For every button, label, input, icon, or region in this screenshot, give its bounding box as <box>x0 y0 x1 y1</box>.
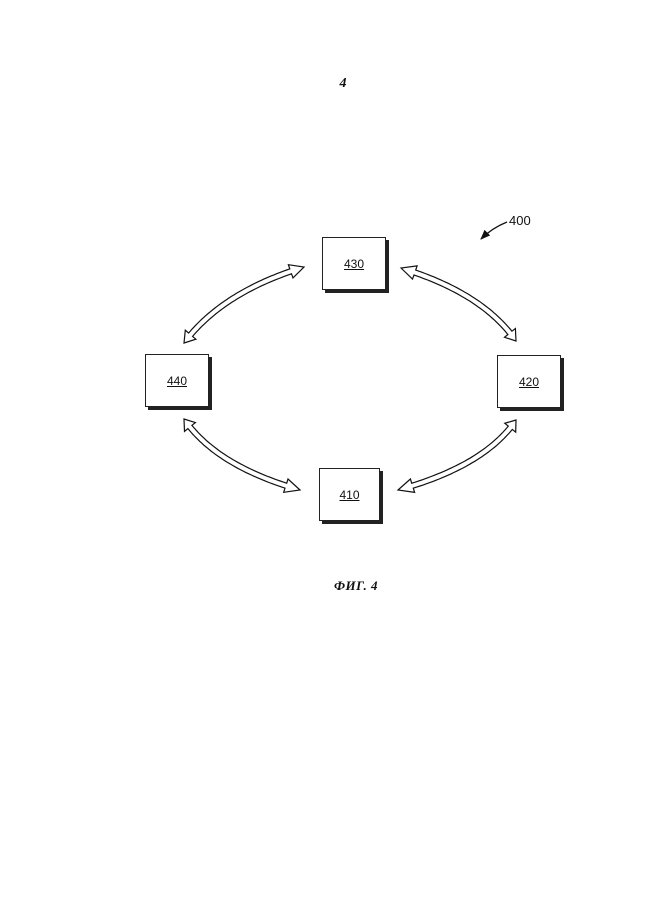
arrow-410-440 <box>184 419 300 492</box>
double-arrows <box>184 265 516 493</box>
box-430: 430 <box>322 237 386 290</box>
box-410-label: 410 <box>339 488 359 502</box>
box-440: 440 <box>145 354 209 407</box>
box-440-label: 440 <box>167 374 187 388</box>
arrow-420-410 <box>398 420 516 492</box>
arrow-430-420 <box>401 266 516 341</box>
arrow-440-430 <box>184 265 304 343</box>
figure-caption: ФИГ. 4 <box>0 578 652 594</box>
box-430-label: 430 <box>344 257 364 271</box>
reference-label: 400 <box>509 213 531 228</box>
box-420: 420 <box>497 355 561 408</box>
box-420-label: 420 <box>519 375 539 389</box>
box-410: 410 <box>319 468 380 521</box>
reference-pointer-arrow <box>481 222 507 239</box>
